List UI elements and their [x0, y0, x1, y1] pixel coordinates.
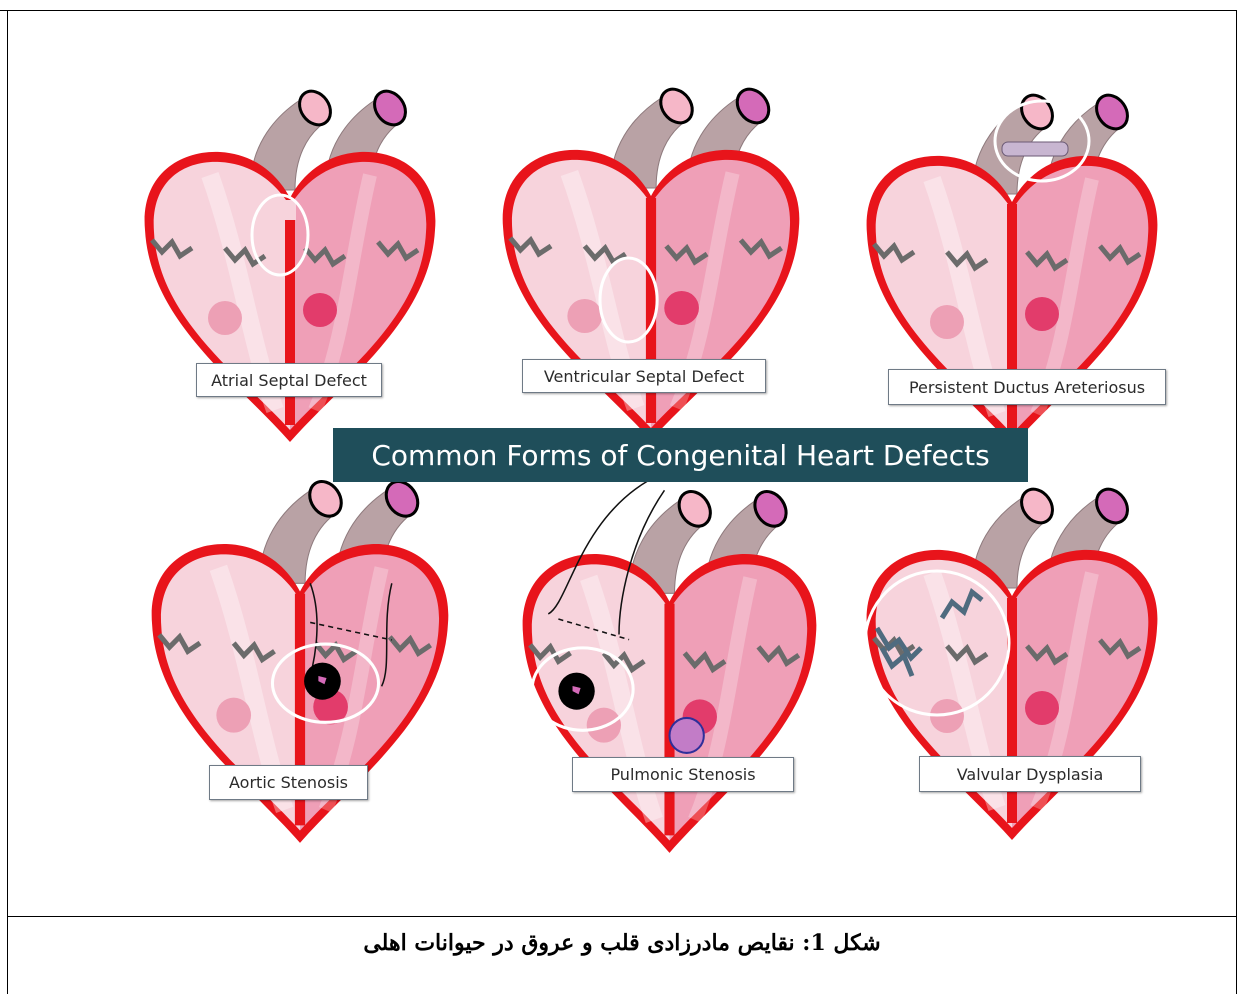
- valve-aortic: [664, 291, 699, 325]
- label-pulmonic-stenosis: Pulmonic Stenosis: [572, 757, 794, 792]
- label-ventricular-septal-defect: Ventricular Septal Defect: [522, 359, 766, 393]
- figure-title-banner: Common Forms of Congenital Heart Defects: [333, 428, 1028, 482]
- septal-gap: [622, 283, 634, 297]
- valve-aortic: [303, 293, 337, 327]
- valve-pulmonic: [208, 301, 242, 335]
- valve-pulmonic: [216, 698, 251, 733]
- valve-pulmonic: [930, 305, 964, 339]
- ductus-arteriosus: [1002, 142, 1068, 156]
- valve-aortic: [1025, 297, 1059, 331]
- dilated-valve: [670, 718, 704, 753]
- valve-pulmonic: [567, 299, 602, 333]
- figure-caption: شکل 1: نقایص مادرزادی قلب و عروق در حیوا…: [8, 930, 1236, 956]
- septal-gap: [284, 200, 296, 220]
- label-persistent-ductus-arteriosus: Persistent Ductus Areteriosus: [888, 369, 1166, 405]
- heart-diagram-ps: [523, 480, 817, 853]
- label-aortic-stenosis: Aortic Stenosis: [209, 765, 368, 800]
- valve-aortic: [1025, 691, 1059, 725]
- label-atrial-septal-defect: Atrial Septal Defect: [196, 363, 382, 397]
- label-valvular-dysplasia: Valvular Dysplasia: [919, 756, 1141, 792]
